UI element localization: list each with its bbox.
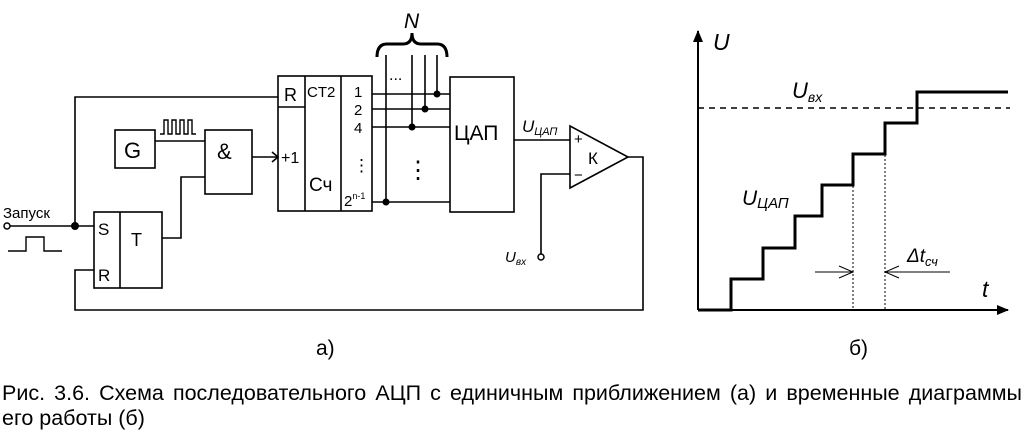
u-in-timing-label: Uвх bbox=[792, 78, 823, 105]
comparator-plus-label: + bbox=[574, 131, 583, 148]
dac-block bbox=[449, 76, 515, 213]
timing-part-label: б) bbox=[849, 337, 868, 360]
figure-caption: Рис. 3.6. Схема последовательного АЦП с … bbox=[2, 381, 1022, 430]
delta-t-marker bbox=[815, 123, 950, 310]
dac-label: ЦАП bbox=[454, 122, 498, 145]
output-label-2: 2 bbox=[354, 102, 362, 119]
u-dac-circuit-label: UЦАП bbox=[522, 117, 557, 138]
trigger-t-label: T bbox=[131, 230, 142, 250]
counter-input-label: +1 bbox=[281, 150, 299, 167]
and-gate-block bbox=[204, 129, 253, 195]
delta-t-label: Δtсч bbox=[906, 246, 938, 269]
timing-diagram: U t Uвх UЦАП Δtсч б) bbox=[693, 29, 1010, 360]
comparator-label: К bbox=[588, 149, 598, 168]
start-pulse-icon bbox=[8, 236, 62, 252]
counter-name-label: Сч bbox=[309, 175, 332, 196]
trigger-r-label: R bbox=[98, 266, 110, 285]
start-label: Запуск bbox=[3, 205, 50, 222]
generator-label: G bbox=[124, 138, 141, 163]
counter-reset-label: R bbox=[284, 85, 297, 105]
dac-staircase bbox=[698, 90, 1008, 312]
bus-brace bbox=[375, 32, 449, 58]
trigger-block bbox=[93, 211, 163, 289]
generator-pulses-icon bbox=[160, 119, 196, 135]
counter-type-label: CT2 bbox=[307, 84, 335, 101]
output-label-4: 4 bbox=[354, 120, 362, 137]
comparator-block bbox=[569, 124, 630, 190]
and-gate-label: & bbox=[217, 139, 232, 164]
start-terminal bbox=[3, 222, 11, 230]
x-axis-label: t bbox=[982, 276, 990, 302]
y-axis-label: U bbox=[713, 29, 730, 55]
output-label-dots: ⋮ bbox=[353, 156, 370, 175]
circuit-part-label: а) bbox=[316, 337, 335, 360]
bus-label: N bbox=[404, 10, 420, 33]
output-label-1: 1 bbox=[354, 84, 362, 101]
junction-dots bbox=[71, 90, 441, 230]
output-label-last: 2n-1 bbox=[344, 191, 365, 210]
uin-terminal bbox=[537, 253, 545, 261]
counter-block bbox=[277, 75, 373, 212]
bus-dots-label: ... bbox=[389, 67, 402, 84]
figure-canvas: N ... R CT2 Сч +1 1 2 4 ⋮ 2n-1 ⋮ G & ЦАП… bbox=[3, 10, 1010, 360]
circuit-labels: N ... R CT2 Сч +1 1 2 4 ⋮ 2n-1 ⋮ G & ЦАП… bbox=[3, 10, 598, 360]
u-in-circuit-label: Uвх bbox=[505, 249, 527, 268]
trigger-s-label: S bbox=[98, 220, 109, 239]
u-dac-timing-label: UЦАП bbox=[742, 187, 789, 212]
wires bbox=[8, 55, 644, 311]
circuit-diagram bbox=[8, 32, 644, 311]
comparator-minus-label: − bbox=[574, 167, 583, 184]
generator-block bbox=[114, 129, 156, 169]
bus-ellipsis-label: ⋮ bbox=[406, 157, 430, 184]
